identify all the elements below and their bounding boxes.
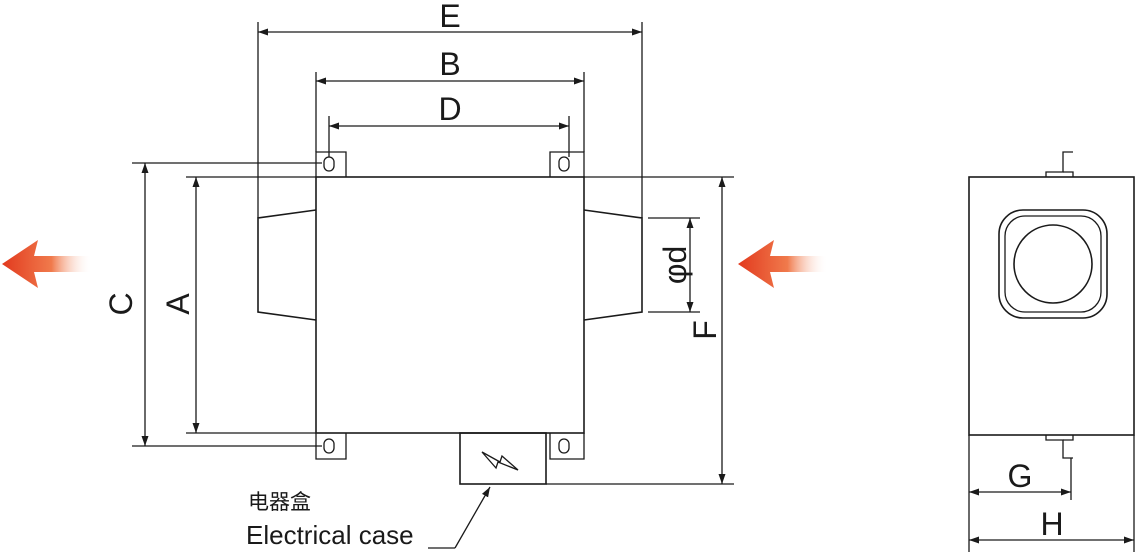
dimension-phi-d: φd [648, 217, 700, 313]
dimension-label-phi-d: φd [657, 246, 693, 285]
electrical-case-box [459, 432, 547, 485]
fan-body-side [968, 151, 1135, 459]
callout-label-en: Electrical case [246, 520, 414, 550]
dimension-e: E [257, 0, 643, 218]
dimension-h: H [969, 435, 1135, 552]
dimension-f: F [546, 176, 734, 485]
dimension-label-g: G [1008, 458, 1033, 494]
dimension-label-b: B [439, 46, 460, 82]
dimension-g: G [968, 435, 1072, 552]
electrical-case-callout: 电器盒 Electrical case [246, 486, 491, 550]
dimension-d: D [328, 91, 570, 157]
dimension-label-e: E [439, 0, 460, 34]
dimension-label-c: C [103, 292, 139, 315]
fan-body-front [315, 151, 585, 460]
dimension-label-a: A [160, 293, 196, 315]
airflow-arrow-right [738, 240, 828, 288]
dimension-label-d: D [438, 91, 461, 127]
callout-label-zh: 电器盒 [248, 490, 311, 514]
duct-collar-left [257, 209, 317, 321]
dimension-c: C [103, 162, 322, 447]
lightning-bolt-icon [481, 451, 519, 471]
dimension-a: A [160, 176, 316, 434]
duct-collar-right [583, 209, 643, 321]
dimension-b: B [315, 46, 585, 152]
airflow-arrow-left [2, 240, 92, 288]
dimension-label-h: H [1040, 506, 1063, 542]
dimension-label-f: F [687, 320, 723, 340]
